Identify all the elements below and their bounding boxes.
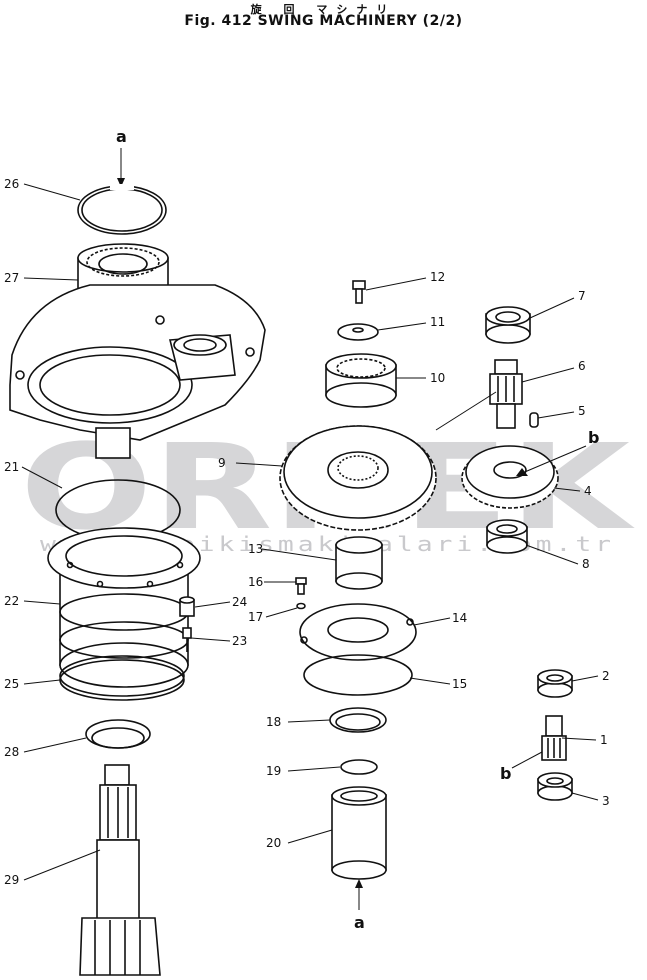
label-23: 23 [232, 634, 247, 648]
label-26: 26 [4, 177, 19, 191]
part-15-o-ring [303, 654, 413, 696]
part-11-plate [337, 323, 379, 341]
label-5: 5 [578, 404, 586, 418]
part-12-bolt [352, 280, 366, 304]
part-14-cover-plate [299, 603, 417, 661]
part-16-bolt [295, 577, 307, 595]
label-24: 24 [232, 595, 247, 609]
part-8-bearing [486, 519, 528, 554]
label-25: 25 [4, 677, 19, 691]
part-3-bearing [537, 772, 573, 801]
part-10-bearing [325, 353, 397, 408]
part-1-pinion [541, 715, 567, 761]
label-21: 21 [4, 460, 19, 474]
part-26-snap-ring [77, 184, 167, 235]
part-7-bearing [485, 306, 531, 344]
callout-a-bottom: a [354, 879, 365, 932]
part-19-o-ring [340, 759, 378, 775]
title-japanese: 旋 回 マシナリ [250, 3, 397, 16]
label-2: 2 [602, 669, 610, 683]
label-15: 15 [452, 677, 467, 691]
label-10: 10 [430, 371, 445, 385]
part-4-gear [461, 445, 559, 509]
part-29-swing-pinion-shaft [79, 764, 161, 976]
part-5-key [529, 412, 539, 428]
label-27: 27 [4, 271, 19, 285]
label-22: 22 [4, 594, 19, 608]
part-17-washer [296, 602, 306, 610]
figure-title: Fig. 412 SWING MACHINERY (2/2) [184, 13, 463, 29]
label-9: 9 [218, 456, 226, 470]
label-11: 11 [430, 315, 445, 329]
part-28-spacer [85, 719, 151, 749]
part-labels: 26 27 21 22 25 28 29 24 23 12 11 10 9 13… [4, 177, 610, 887]
label-3: 3 [602, 794, 610, 808]
label-14: 14 [452, 611, 467, 625]
part-2-bearing [537, 669, 573, 698]
label-13: 13 [248, 542, 263, 556]
callout-b-bottom-label: b [500, 764, 511, 783]
label-20: 20 [266, 836, 281, 850]
label-17: 17 [248, 610, 263, 624]
callout-a-top-label: a [116, 127, 127, 146]
label-28: 28 [4, 745, 19, 759]
label-16: 16 [248, 575, 263, 589]
callout-a-top: a [116, 127, 127, 187]
label-18: 18 [266, 715, 281, 729]
callout-a-bottom-label: a [354, 913, 365, 932]
part-13-collar [335, 536, 383, 590]
callout-b-top: b [516, 428, 599, 476]
label-7: 7 [578, 289, 586, 303]
label-4: 4 [584, 484, 592, 498]
part-9-planetary-gear [279, 425, 437, 531]
part-22-ring-gear-housing [47, 527, 201, 688]
label-6: 6 [578, 359, 586, 373]
label-12: 12 [430, 270, 445, 284]
label-1: 1 [600, 733, 608, 747]
label-19: 19 [266, 764, 281, 778]
label-29: 29 [4, 873, 19, 887]
swing-housing [9, 284, 266, 459]
part-24-bushing [179, 596, 195, 617]
part-6-pinion-shaft [489, 359, 523, 429]
part-18-ring [329, 707, 387, 733]
part-20-sleeve [331, 786, 387, 880]
callout-b-bottom: b [500, 751, 543, 783]
callout-b-top-label: b [588, 428, 599, 447]
label-8: 8 [582, 557, 590, 571]
part-23-bolt [182, 627, 192, 652]
